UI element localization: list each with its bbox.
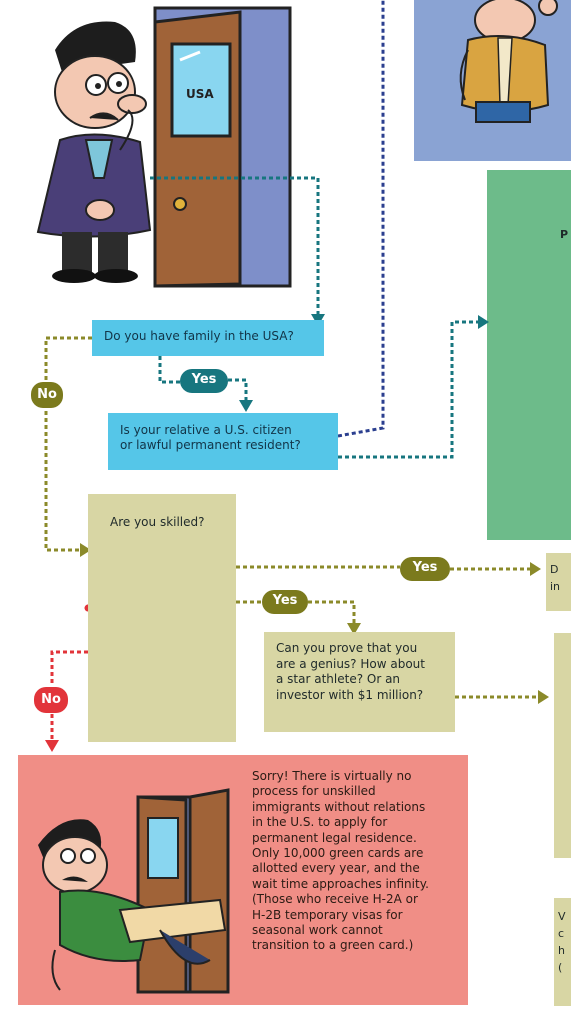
right-box-fragment-d2: in: [550, 580, 561, 593]
green-panel: [487, 170, 571, 540]
connector-family-no-to-skilled: [44, 336, 92, 552]
question-skilled-text: Are you skilled?: [110, 515, 205, 529]
outcome-line: in the U.S. to apply for: [252, 815, 388, 830]
right-box-fragment-v4: (: [558, 961, 563, 974]
outcome-line: Sorry! There is virtually no: [252, 769, 412, 783]
thinking-man-figure: [36, 21, 152, 283]
sad-man-door-figure: [38, 788, 230, 994]
blue-panel-figure: [459, 0, 558, 123]
right-box-fragment-v2: c: [558, 927, 565, 940]
connector-relative-up: [337, 0, 385, 438]
outcome-line: allotted every year, and the: [252, 861, 420, 876]
connector-door-to-family: [150, 176, 320, 318]
question-skilled: Are you skilled?: [88, 494, 236, 742]
yes-pill-skilled-right: Yes: [400, 557, 450, 581]
outcome-line: transition to a green card.): [252, 938, 414, 953]
question-relative-line1: Is your relative a U.S. citizen: [120, 423, 292, 437]
question-family: Do you have family in the USA?: [92, 320, 324, 356]
question-genius-line4: investor with $1 million?: [276, 687, 424, 702]
olive-panel-right-1: [546, 553, 571, 611]
outcome-line: process for unskilled: [252, 784, 376, 799]
outcome-line: Only 10,000 green cards are: [252, 846, 424, 861]
right-box-fragment-v3: h: [558, 944, 565, 957]
connector-skilled-no: [50, 650, 88, 684]
outcome-line: seasonal work cannot: [252, 923, 383, 938]
outcome-line: H-2B temporary visas for: [252, 907, 403, 922]
usa-door: [153, 6, 292, 288]
yes-pill-skilled-down: Yes: [262, 590, 308, 614]
connector-yes-to-relative: [228, 378, 248, 404]
question-relative: Is your relative a U.S. citizen or lawfu…: [108, 413, 338, 470]
connector-relative-to-green: [338, 320, 480, 459]
yes-pill-family: Yes: [180, 369, 228, 393]
question-genius-line2: are a genius? How about: [276, 656, 425, 671]
no-pill-skilled: No: [34, 687, 68, 713]
olive-panel-right-2: [554, 633, 571, 858]
question-genius-line3: a star athlete? Or an: [276, 672, 401, 686]
no-pill-family: No: [31, 382, 63, 408]
question-relative-line2: or lawful permanent resident?: [120, 438, 301, 452]
connector-family-to-yes: [158, 356, 180, 384]
door-sign: USA: [186, 87, 214, 101]
green-panel-fragment: P: [560, 228, 569, 241]
outcome-line: permanent legal residence.: [252, 830, 417, 845]
outcome-line: wait time approaches infinity.: [252, 876, 429, 891]
right-box-fragment-v1: V: [558, 910, 566, 923]
question-genius: Can you prove that you are a genius? How…: [264, 632, 455, 732]
question-family-text: Do you have family in the USA?: [104, 329, 294, 343]
outcome-text: Sorry! There is virtually no process for…: [252, 769, 462, 954]
right-box-fragment-d1: D: [550, 563, 559, 576]
outcome-line: immigrants without relations: [252, 799, 426, 814]
olive-panel-right-3: [554, 898, 571, 1006]
question-genius-line1: Can you prove that you: [276, 641, 418, 655]
outcome-line: (Those who receive H-2A or: [252, 892, 418, 907]
